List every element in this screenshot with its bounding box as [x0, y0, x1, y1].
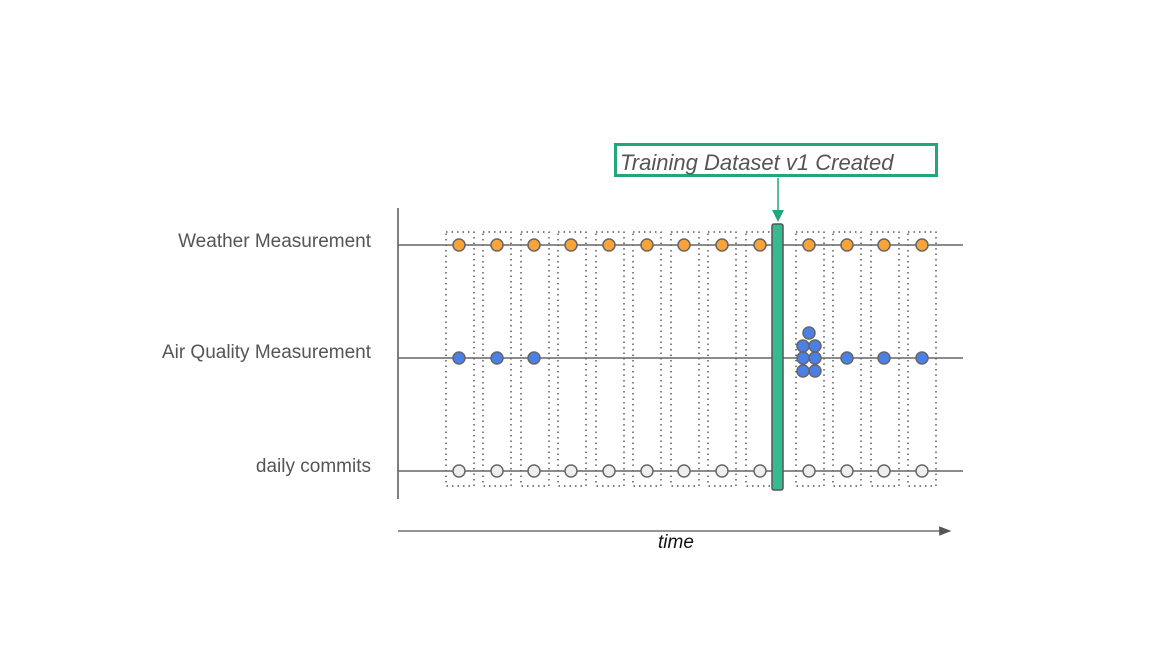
- commit-points: [452, 464, 929, 478]
- training-dataset-marker: [771, 223, 784, 491]
- air-quality-points: [452, 326, 929, 378]
- row-label-air-quality: Air Quality Measurement: [161, 342, 371, 363]
- callout-label: Training Dataset v1 Created: [620, 150, 894, 175]
- weather-points: [452, 238, 929, 252]
- row-label-weather: Weather Measurement: [178, 231, 371, 252]
- column-boxes: [445, 231, 937, 487]
- row-label-daily-commits: daily commits: [255, 456, 371, 477]
- time-axis-label: time: [658, 532, 694, 553]
- training-dataset-callout: Training Dataset v1 Created: [614, 143, 938, 177]
